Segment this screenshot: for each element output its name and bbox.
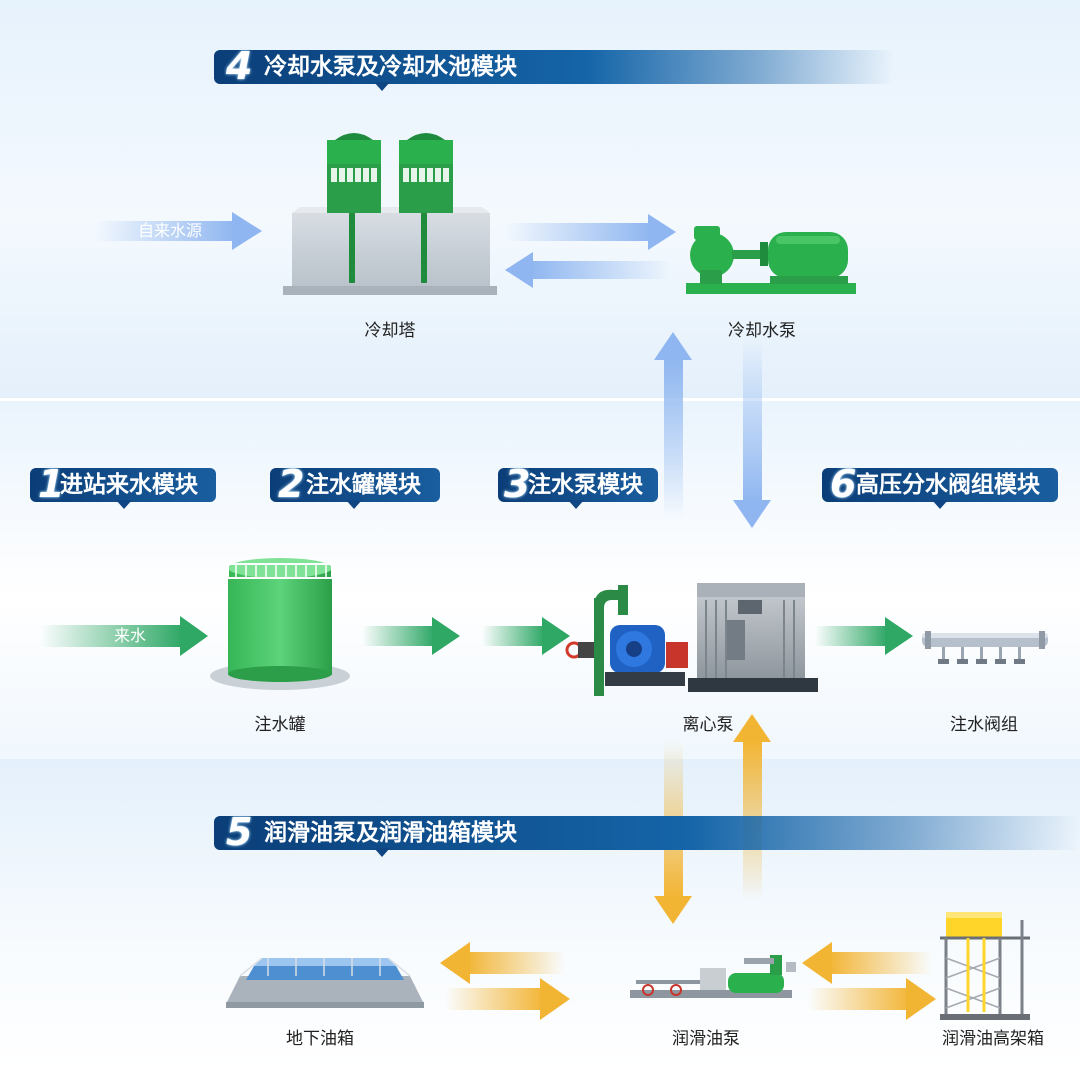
injection-tank-label: 注水罐 <box>254 715 306 735</box>
module-number: 2 <box>278 462 305 506</box>
cooling-pump-label: 冷却水泵 <box>728 321 796 341</box>
incoming-water-arrow <box>40 616 208 656</box>
module-title-text: 润滑油泵及润滑油箱模块 <box>264 820 517 846</box>
lube-pump-to-underground-tank-arrow <box>440 942 565 984</box>
cooling-tower-illustration <box>283 133 497 295</box>
up-to-cooling-pump-arrow <box>654 332 692 520</box>
module-title-text: 冷却水泵及冷却水池模块 <box>264 54 517 80</box>
injection-tank-illustration <box>210 558 350 690</box>
down-from-cooling-pump-arrow <box>733 338 771 528</box>
tap-water-arrow <box>95 212 262 250</box>
module-number: 4 <box>226 44 253 88</box>
elevated-tank-label: 润滑油高架箱 <box>942 1029 1044 1049</box>
cooling-pump-illustration <box>686 226 856 294</box>
module-title-incoming-water: 1 进站来水模块 <box>30 464 216 509</box>
module-title-injection-tank: 2 注水罐模块 <box>270 464 440 509</box>
underground-tank-label: 地下油箱 <box>286 1029 354 1049</box>
lube-pump-label: 润滑油泵 <box>672 1029 740 1049</box>
tank-to-pump-arrow-1 <box>362 617 460 655</box>
module-title-lubrication: 5 润滑油泵及润滑油箱模块 <box>214 812 1080 857</box>
module-title-text: 注水泵模块 <box>528 472 643 498</box>
module-title-text: 注水罐模块 <box>306 472 421 498</box>
module-number: 5 <box>226 810 253 854</box>
module-title-cooling: 4 冷却水泵及冷却水池模块 <box>214 46 894 91</box>
module-title-text: 高压分水阀组模块 <box>856 472 1040 498</box>
valve-group-illustration <box>922 631 1048 664</box>
centrifugal-pump-label: 离心泵 <box>682 715 734 735</box>
module-title-text: 进站来水模块 <box>60 472 198 498</box>
incoming-water-label: 来水 <box>113 626 146 645</box>
main-process-section-background <box>0 398 1080 762</box>
tank-to-pump-arrow-2 <box>482 617 570 655</box>
tower-to-pump-arrow <box>505 214 676 250</box>
valve-group-label: 注水阀组 <box>950 715 1018 735</box>
module-title-injection-pump: 3 注水泵模块 <box>498 464 658 509</box>
elevated-tank-to-lube-pump-arrow <box>802 942 932 984</box>
pump-to-valve-arrow <box>815 617 913 655</box>
tap-water-label: 自来水源 <box>137 221 202 240</box>
module-number: 3 <box>504 462 531 506</box>
underground-tank-to-lube-pump-arrow <box>445 978 570 1020</box>
module-number: 1 <box>38 462 65 506</box>
elevated-tank-illustration <box>940 912 1030 1020</box>
underground-tank-illustration <box>226 957 424 1008</box>
lube-pump-to-elevated-tank-arrow <box>808 978 936 1020</box>
centrifugal-pump-illustration <box>565 583 818 696</box>
pump-to-tower-arrow <box>505 252 672 288</box>
module-title-high-pressure-valve: 6 高压分水阀组模块 <box>822 464 1058 509</box>
oil-up-to-centrifugal-pump-arrow <box>733 714 771 900</box>
module-number: 6 <box>830 462 857 506</box>
cooling-tower-label: 冷却塔 <box>364 321 416 341</box>
lube-pump-illustration <box>630 955 796 998</box>
